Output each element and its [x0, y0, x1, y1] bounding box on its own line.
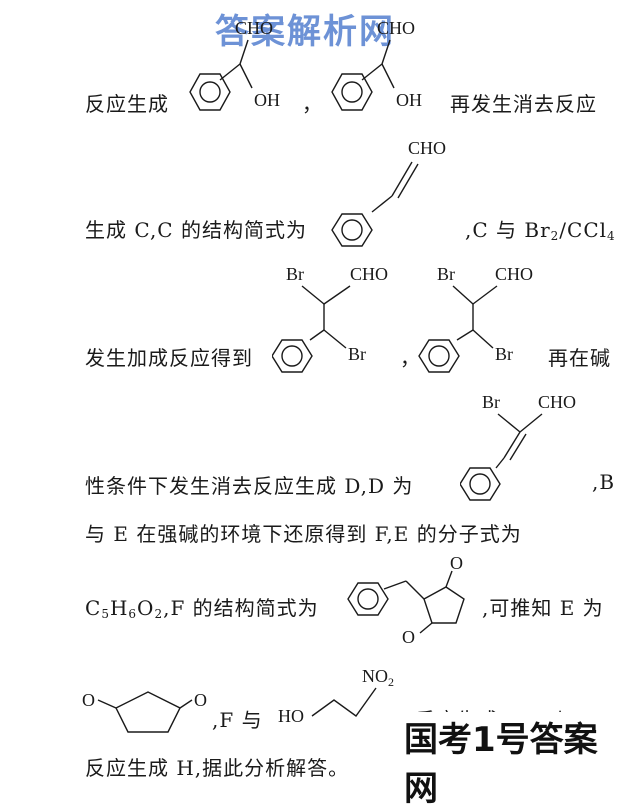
- molecule-dibromo-aldehyde-2: Br CHO Br: [418, 264, 533, 373]
- molecule-cyclopentanedione: O O: [82, 690, 207, 733]
- label-cho: CHO: [408, 138, 446, 158]
- text-line-3a: 发生加成反应得到: [85, 346, 253, 370]
- label-oh: OH: [396, 90, 422, 110]
- text-line-8: 反应生成 H,据此分析解答。: [85, 756, 350, 780]
- molecule-nitroethanol: HO NO2: [278, 666, 394, 726]
- label-br: Br: [437, 264, 455, 284]
- molecule-cinnamaldehyde: CHO: [331, 138, 446, 247]
- label-o: O: [194, 690, 207, 710]
- label-cho: CHO: [235, 18, 273, 38]
- text-line-2b: ,C 与 Br2/CCl4: [465, 218, 616, 243]
- text-line-2a: 生成 C,C 的结构简式为: [85, 218, 307, 242]
- text-line-4a: 性条件下发生消去反应生成 D,D 为: [85, 474, 414, 498]
- text-line-4b: ,B: [592, 470, 616, 494]
- label-oh: OH: [254, 90, 280, 110]
- text-line-3c: 再在碱: [548, 346, 611, 370]
- watermark-bottom: 国考1号答案网: [400, 712, 625, 810]
- label-cho: CHO: [377, 18, 415, 38]
- text-line-1c: 再发生消去反应: [450, 92, 597, 116]
- text-line-6a: C5H6O2,F 的结构简式为: [85, 596, 319, 621]
- molecule-hydroxy-aldehyde-1: CHO OH: [189, 18, 280, 111]
- label-br: Br: [495, 344, 513, 364]
- label-br: Br: [286, 264, 304, 284]
- label-ho: HO: [278, 706, 304, 726]
- text-line-1b: ，: [302, 92, 323, 116]
- label-br: Br: [482, 392, 500, 412]
- label-o: O: [82, 690, 95, 710]
- text-line-5: 与 E 在强碱的环境下还原得到 F,E 的分子式为: [85, 522, 522, 546]
- molecule-bromo-cinnamaldehyde: Br CHO: [460, 392, 576, 501]
- label-o: O: [450, 553, 463, 573]
- label-o: O: [402, 627, 415, 647]
- label-br: Br: [348, 344, 366, 364]
- text-line-3b: ，: [400, 346, 421, 370]
- watermark-top: 答案解析网: [215, 12, 395, 52]
- molecule-hydroxy-aldehyde-2: CHO OH: [331, 18, 422, 111]
- label-cho: CHO: [350, 264, 388, 284]
- molecule-benzyl-cyclopentanedione: O O: [347, 553, 465, 647]
- molecule-dibromo-aldehyde-1: Br CHO Br: [272, 264, 388, 373]
- text-line-7a: ,F 与: [212, 708, 263, 732]
- label-cho: CHO: [538, 392, 576, 412]
- label-cho: CHO: [495, 264, 533, 284]
- text-line-1a: 反应生成: [85, 92, 169, 116]
- label-no2: NO2: [362, 666, 394, 689]
- text-line-6e: ,可推知 E 为: [482, 596, 604, 620]
